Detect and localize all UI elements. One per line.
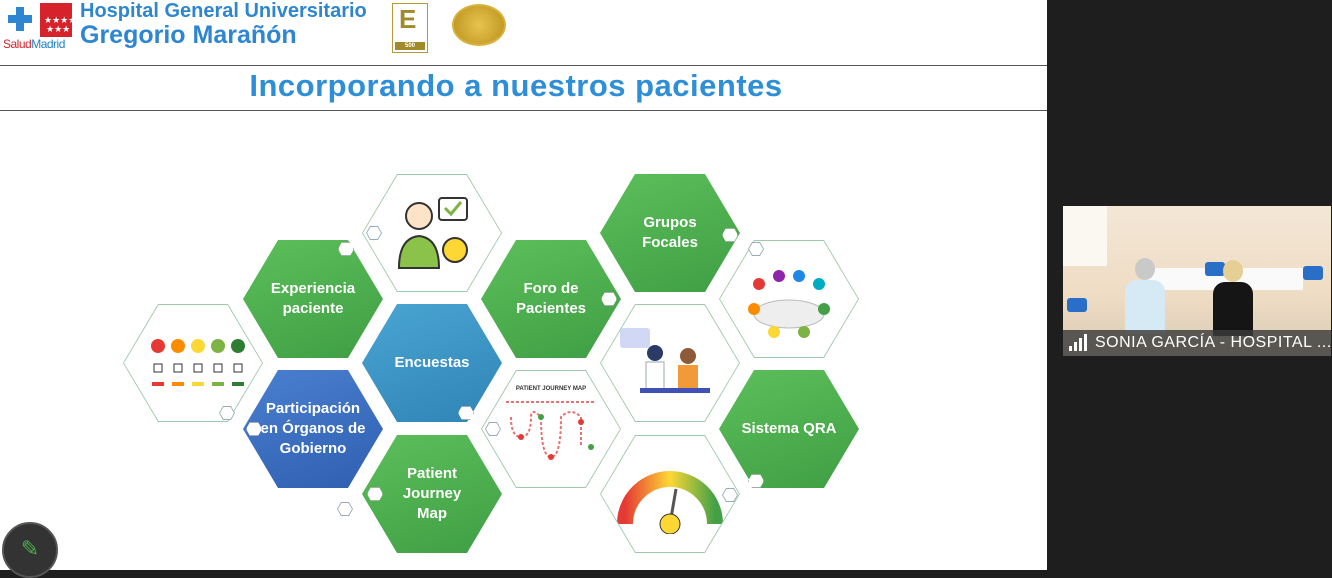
decorative-hex (246, 422, 262, 436)
signal-strength-icon (1069, 334, 1087, 351)
svg-text:★★★★: ★★★★ (44, 15, 72, 25)
decorative-hex (366, 226, 382, 240)
patient-feedback-image-hex (362, 174, 502, 292)
slide-title: Incorporando a nuestros pacientes (249, 68, 783, 103)
decorative-hex (748, 242, 764, 256)
accreditation-seal (452, 4, 506, 46)
decorative-hex (601, 292, 617, 306)
window (1063, 206, 1107, 266)
salud-madrid-logo: ★★★★★★★ (4, 3, 76, 51)
annotate-pen-button[interactable]: ✎ (2, 522, 58, 578)
decorative-hex (338, 242, 354, 256)
chair (1303, 266, 1323, 280)
hex-sistema-qra: Sistema QRA (719, 370, 859, 488)
hospital-name-line2: Gregorio Marañón (80, 21, 297, 49)
participant-person (1123, 258, 1167, 334)
focus-group-image-hex (719, 240, 859, 358)
hex-encuestas: Encuestas (362, 304, 502, 422)
decorative-hex (722, 488, 738, 502)
chair (1067, 298, 1087, 312)
participant-name: SONIA GARCÍA - HOSPITAL ... (1095, 334, 1331, 351)
divider (0, 65, 1047, 66)
hex-grupos-focales: Grupos Focales (600, 174, 740, 292)
participant-video-tile[interactable]: SONIA GARCÍA - HOSPITAL ... (1063, 206, 1331, 356)
participant-name-bar: SONIA GARCÍA - HOSPITAL ... (1063, 330, 1331, 356)
decorative-hex (485, 422, 501, 436)
pencil-icon: ✎ (20, 536, 40, 561)
decorative-hex (337, 502, 353, 516)
hex-experiencia-paciente: Experiencia paciente (243, 240, 383, 358)
divider (0, 110, 1047, 111)
hex-participacion-organos-gobierno: Participación en Órganos de Gobierno (243, 370, 383, 488)
salud-madrid-text: SaludMadrid (3, 37, 65, 51)
doctor-consultation-image-hex (600, 304, 740, 422)
satisfaction-gauge-image-hex (600, 435, 740, 553)
decorative-hex (219, 406, 235, 420)
hex-patient-journey-map: Patient Journey Map (362, 435, 502, 553)
slide-header: ★★★★★★★ SaludMadrid Hospital General Uni… (0, 0, 1047, 64)
svg-text:★★★: ★★★ (46, 24, 70, 34)
survey-faces-image-hex (123, 304, 263, 422)
table (1143, 268, 1303, 290)
patient-journey-map-image-hex: PATIENT JOURNEY MAP (481, 370, 621, 488)
hex-foro-pacientes: Foro de Pacientes (481, 240, 621, 358)
chair (1205, 262, 1225, 276)
decorative-hex (722, 228, 738, 242)
participant-person (1211, 260, 1255, 336)
presentation-slide: ★★★★★★★ SaludMadrid Hospital General Uni… (0, 0, 1047, 570)
hospital-name-line1: Hospital General Universitario (80, 0, 367, 22)
decorative-hex (367, 487, 383, 501)
decorative-hex (748, 474, 764, 488)
decorative-hex (458, 406, 474, 420)
